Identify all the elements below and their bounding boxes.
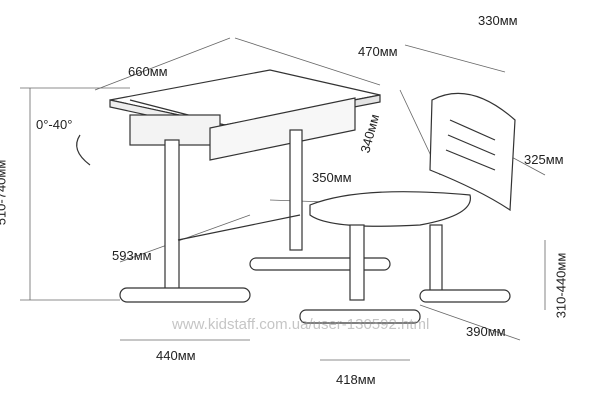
chair-base-width-label: 418мм	[336, 372, 376, 387]
watermark: www.kidstaff.com.ua/user-130592.html	[172, 316, 430, 333]
tilt-arrow	[76, 134, 91, 166]
desk-leg-depth-label: 593мм	[112, 248, 152, 263]
chair	[299, 92, 516, 324]
chair-back-width-label: 330мм	[478, 13, 518, 28]
desk-width-label: 660мм	[128, 64, 168, 79]
desk-base-width-label: 440мм	[156, 348, 196, 363]
chair-seat-depth-label: 325мм	[524, 152, 564, 167]
desk-height-label: 510-740мм	[0, 159, 9, 226]
desk	[109, 69, 391, 303]
chair-base-depth-label: 390мм	[466, 324, 506, 339]
chair-seat-width-label: 350мм	[312, 170, 352, 185]
tilt-label: 0°-40°	[36, 117, 73, 132]
desk-depth-label: 470мм	[358, 44, 398, 59]
chair-seat-height-label: 310-440мм	[553, 252, 569, 319]
